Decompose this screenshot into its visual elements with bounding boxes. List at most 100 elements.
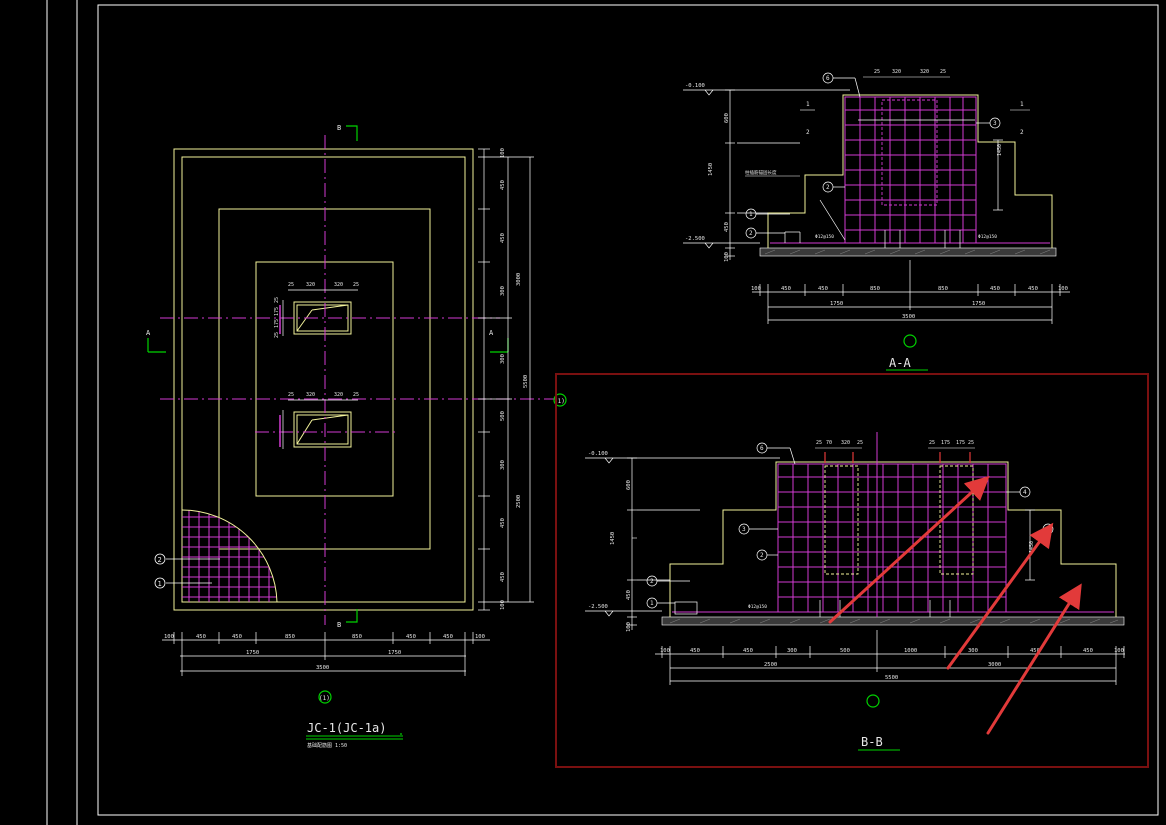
column-2 bbox=[293, 411, 352, 448]
bb-leader-3: 3 bbox=[742, 526, 746, 533]
aa-elev-bottom: -2.500 bbox=[685, 236, 705, 242]
bb-col-dim-r2: 175 bbox=[941, 440, 950, 446]
plan-dim-r-5: 300 bbox=[500, 354, 506, 364]
plan-dim-b-1: 100 bbox=[164, 634, 174, 640]
aa-title: A-A bbox=[889, 356, 911, 370]
bb-elev-bottom: -2.500 bbox=[588, 604, 608, 610]
bb-leader-1: 1 bbox=[650, 600, 654, 607]
aa-dim-b-6: 450 bbox=[990, 286, 1000, 292]
aa-leader-1a: 1 bbox=[749, 211, 753, 218]
plan-axis-label-right: (1) bbox=[554, 398, 565, 405]
bb-dim-b-10: 100 bbox=[1114, 648, 1124, 654]
plan-leader-2: 2 bbox=[158, 556, 162, 564]
plan-dim-b-5: 850 bbox=[352, 634, 362, 640]
aa-dim-total: 3500 bbox=[902, 314, 915, 320]
plan-col-dim-top-b1: 25 bbox=[288, 392, 294, 398]
plan-dim-r-total: 5500 bbox=[523, 375, 529, 388]
bb-dim-b-4: 300 bbox=[787, 648, 797, 654]
bb-dim-b-5: 500 bbox=[840, 648, 850, 654]
bb-col-dim-r1: 25 bbox=[929, 440, 935, 446]
plan-dim-b-8: 100 bbox=[475, 634, 485, 640]
annotation-arrow-1 bbox=[828, 475, 990, 624]
aa-note: 柱插筋锚固长度 bbox=[745, 169, 777, 176]
aa-col-dim-2: 320 bbox=[892, 69, 901, 75]
bb-dim-mid-2: 3000 bbox=[988, 662, 1001, 668]
plan-col-dim-top-3: 320 bbox=[334, 282, 343, 288]
bb-elev-top: -0.100 bbox=[588, 451, 608, 457]
plan-dim-r-1: 100 bbox=[500, 148, 506, 158]
aa-axis-marker bbox=[903, 334, 917, 348]
bb-dim-left-1: 600 bbox=[626, 480, 632, 490]
aa-leader-2: 2 bbox=[826, 184, 830, 191]
bb-leader-6: 6 bbox=[760, 445, 764, 452]
plan-dim-b-2: 450 bbox=[196, 634, 206, 640]
aa-dims-bottom bbox=[752, 260, 1070, 324]
plan-axis-label-bottom: (1) bbox=[319, 695, 330, 702]
aa-leader-6: 6 bbox=[826, 75, 830, 82]
aa-dim-mid-1: 1750 bbox=[830, 301, 843, 307]
plan-dim-b-3: 450 bbox=[232, 634, 242, 640]
bb-dim-b-2: 450 bbox=[690, 648, 700, 654]
aa-right-dim: 1450 bbox=[997, 144, 1003, 156]
plan-section-b-bottom: B bbox=[337, 621, 341, 629]
plan-section-b-top: B bbox=[337, 124, 341, 132]
bb-leader-4: 4 bbox=[1023, 489, 1027, 496]
aa-dim-b-2: 450 bbox=[781, 286, 791, 292]
bb-axis-marker bbox=[866, 694, 880, 708]
bb-dims-bottom bbox=[655, 630, 1125, 685]
plan-dim-r-6: 500 bbox=[500, 411, 506, 421]
aa-section-mark-1: 1 bbox=[806, 101, 810, 108]
plan-leader-circle-2 bbox=[154, 553, 166, 565]
aa-dim-left-1: 600 bbox=[724, 113, 730, 123]
aa-section-mark-2: 2 bbox=[806, 129, 810, 136]
bb-col-dim-l4: 25 bbox=[857, 440, 863, 446]
aa-rebar-note-right: Φ12@150 bbox=[978, 234, 997, 240]
plan-dim-r-7: 300 bbox=[500, 460, 506, 470]
aa-dim-b-3: 450 bbox=[818, 286, 828, 292]
bb-footing-outline bbox=[669, 461, 1117, 617]
aa-dim-b-8: 100 bbox=[1058, 286, 1068, 292]
bb-dim-b-8: 450 bbox=[1030, 648, 1040, 654]
bb-col-dim-l3: 320 bbox=[841, 440, 850, 446]
bb-dim-mid-1: 2500 bbox=[764, 662, 777, 668]
bb-dim-b-1: 100 bbox=[660, 648, 670, 654]
plan-dim-r-mid-2: 2500 bbox=[516, 495, 522, 508]
plan-dim-b-7: 450 bbox=[443, 634, 453, 640]
bb-dim-b-6: 1000 bbox=[904, 648, 917, 654]
bb-col-dim-r3: 175 bbox=[956, 440, 965, 446]
drawing-frame bbox=[46, 0, 1159, 825]
plan-dim-r-mid-1: 3000 bbox=[516, 273, 522, 286]
bb-col-dim-r4: 25 bbox=[968, 440, 974, 446]
aa-dim-b-4: 850 bbox=[870, 286, 880, 292]
bb-ground-band bbox=[661, 616, 1125, 626]
aa-rebar-note-left: Φ12@150 bbox=[815, 234, 834, 240]
plan-col-dim-side-1: 25 bbox=[274, 297, 280, 303]
plan-leader-circle-1 bbox=[154, 577, 166, 589]
aa-col-dim-3: 320 bbox=[920, 69, 929, 75]
bb-rebar-note: Φ12@150 bbox=[748, 604, 767, 610]
plan-dims-bottom bbox=[162, 632, 490, 676]
plan-section-a-right: A bbox=[489, 329, 494, 337]
aa-footing-outline bbox=[767, 94, 1053, 248]
plan-col-dim-side-2: 175 bbox=[274, 307, 280, 316]
plan-dim-b-4: 850 bbox=[285, 634, 295, 640]
aa-dim-b-5: 850 bbox=[938, 286, 948, 292]
aa-section-mark-4: 2 bbox=[1020, 129, 1024, 136]
bb-dim-left-4: 100 bbox=[626, 622, 632, 632]
bb-dim-total: 5500 bbox=[885, 675, 898, 681]
plan-col-dim-side-3: 175 bbox=[274, 319, 280, 328]
bb-col-dim-l2: 70 bbox=[826, 440, 832, 446]
plan-dims-right bbox=[478, 148, 534, 611]
plan-dim-r-9: 450 bbox=[500, 518, 506, 528]
aa-dim-left-2: 1450 bbox=[708, 163, 714, 176]
bb-title: B-B bbox=[861, 735, 883, 749]
bb-leader-2b: 2 bbox=[650, 578, 654, 585]
bb-dim-left-3: 450 bbox=[626, 590, 632, 600]
bb-leader-2: 2 bbox=[760, 552, 764, 559]
annotation-arrow-3 bbox=[986, 583, 1082, 735]
aa-rebar-grid bbox=[770, 96, 1050, 244]
footing-outline-inner bbox=[181, 156, 466, 603]
aa-dim-left-3: 450 bbox=[724, 222, 730, 232]
plan-dim-total: 3500 bbox=[316, 665, 329, 671]
